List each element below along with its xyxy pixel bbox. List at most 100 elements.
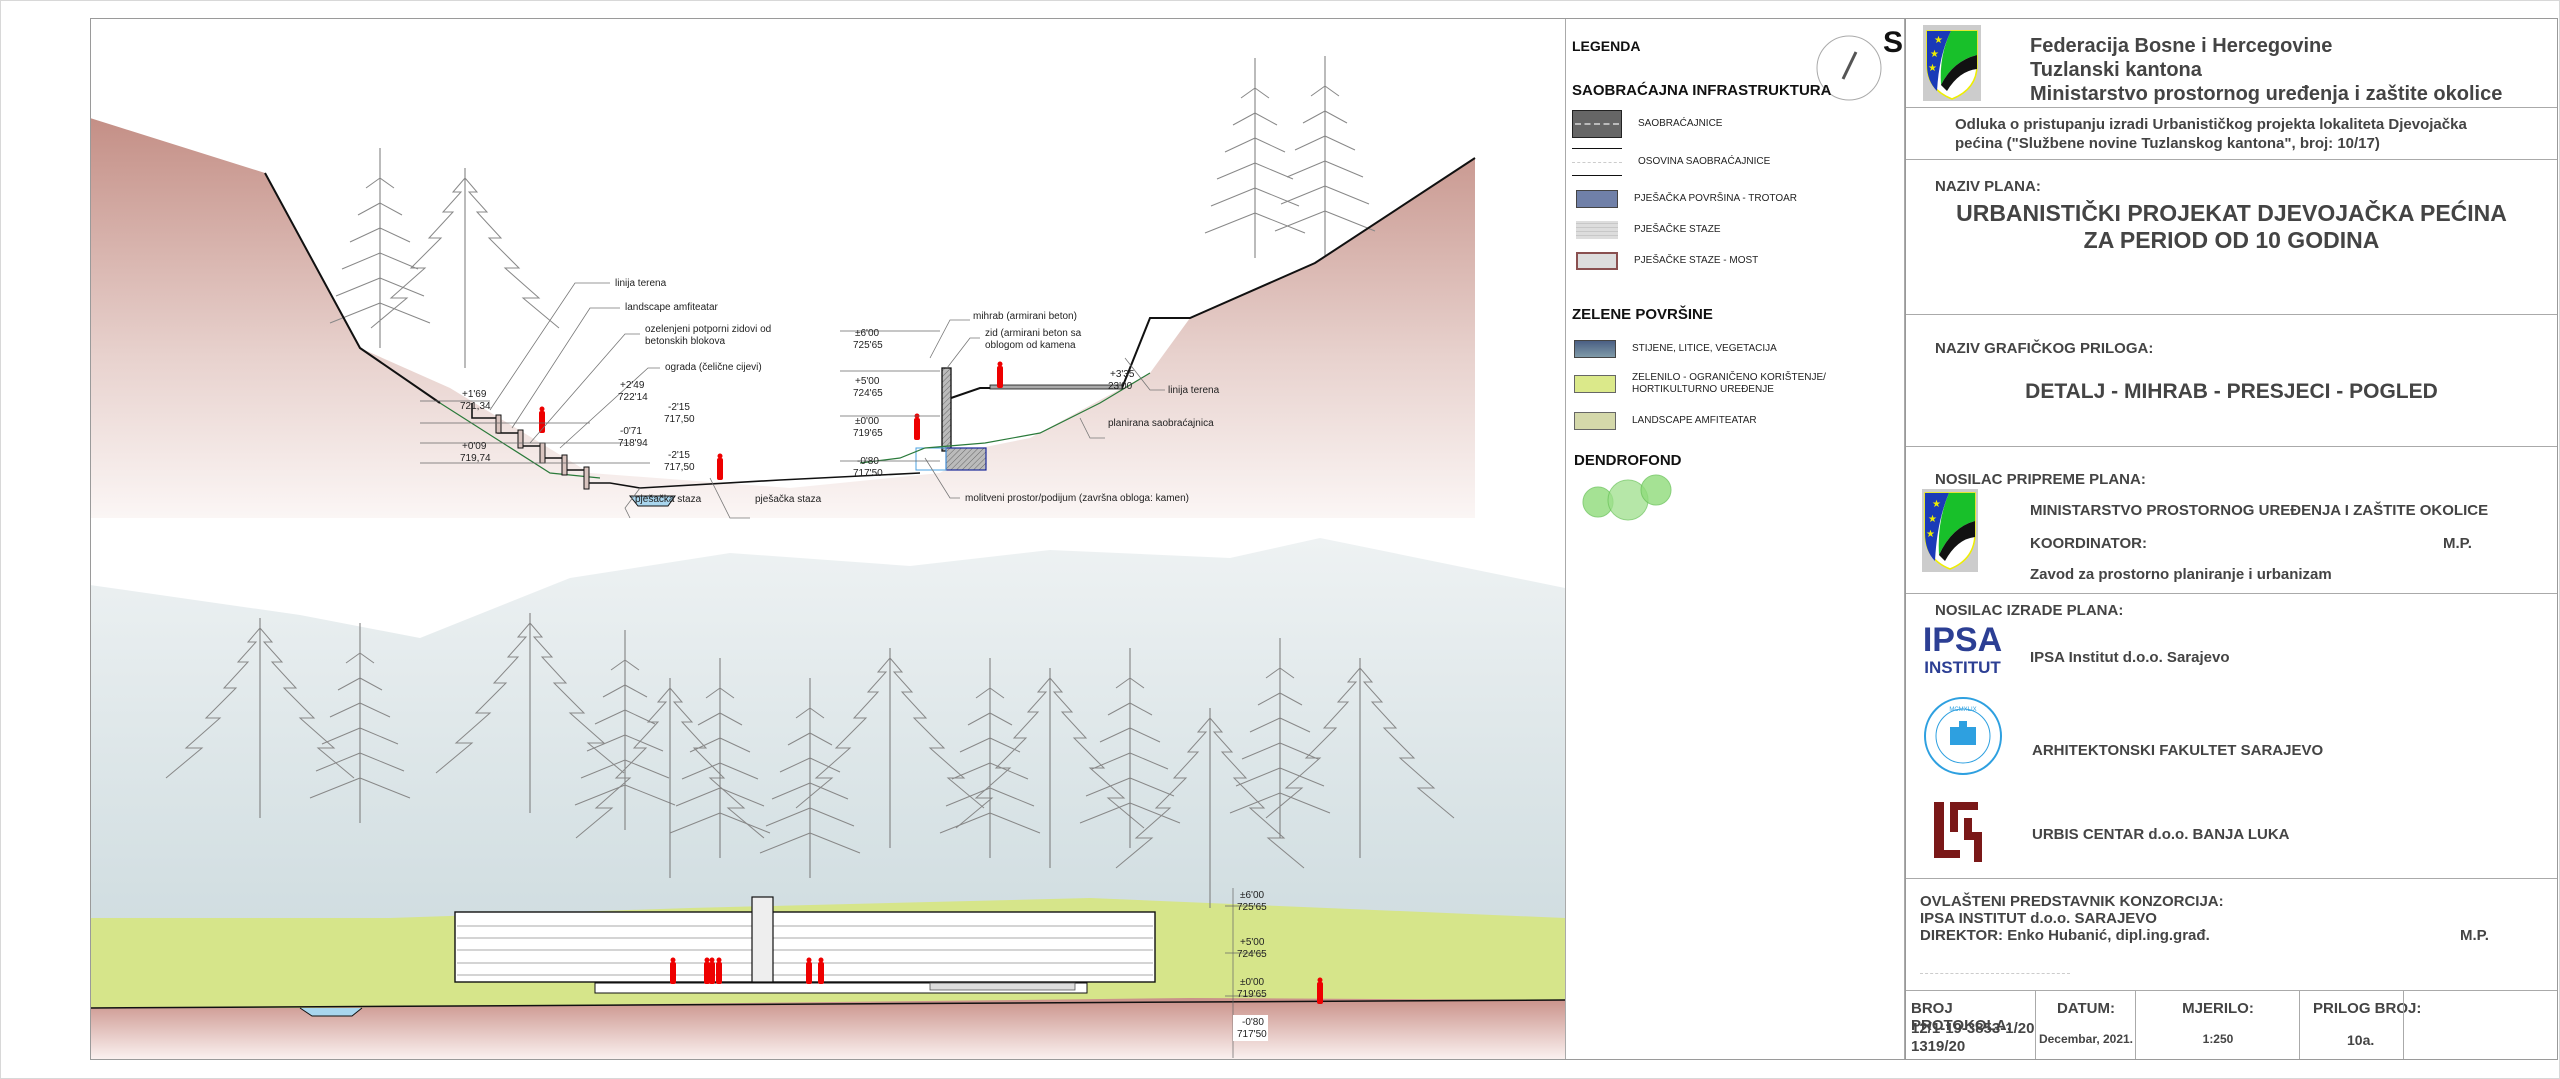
representative-line: OVLAŠTENI PREDSTAVNIK KONZORCIJA:	[1920, 893, 2224, 910]
annotation: molitveni prostor/podijum (završna oblog…	[965, 493, 1189, 504]
axis-swatch	[1572, 148, 1622, 176]
legend-heading: ZELENE POVRŠINE	[1572, 306, 1713, 323]
elevation-rel: +5'00	[1240, 937, 1265, 948]
elevation-abs: 722'14	[618, 392, 648, 403]
attachment-no-label: PRILOG BROJ:	[2313, 1000, 2422, 1017]
legend-label-line: ZELENILO - OGRANIČENO KORIŠTENJE/	[1632, 372, 1826, 383]
header-line: Ministarstvo prostornog uređenja i zašti…	[2030, 83, 2503, 105]
cross-section: linija terena landscape amfiteatar ozele…	[90, 55, 1476, 519]
annotation: ograda (čelične cijevi)	[665, 362, 762, 373]
coat-of-arms-icon: ★ ★ ★	[1922, 489, 1978, 572]
elevation-rel: ±0'00	[855, 416, 880, 427]
attachment-no-cell: PRILOG BROJ: 10a.	[2300, 991, 2421, 1059]
annotation: linija terena	[615, 278, 667, 289]
svg-text:★: ★	[1932, 499, 1941, 510]
elevation-rel: ±6'00	[1240, 890, 1265, 901]
path-swatch	[1576, 221, 1618, 239]
elevation-rel: +0'09	[462, 441, 487, 452]
legend-item: ZELENILO - OGRANIČENO KORIŠTENJE/ HORTIK…	[1574, 372, 1826, 396]
terrain-fill	[90, 118, 1475, 518]
elevation-rel: -0'80	[1242, 1017, 1264, 1028]
representative-line: DIREKTOR: Enko Hubanić, dipl.ing.građ.	[1920, 927, 2210, 944]
elevation-rel: -0'80	[857, 456, 879, 467]
terrain-line	[950, 157, 1476, 399]
elevation-abs: 724'65	[853, 388, 883, 399]
elevation-abs: 724'65	[1237, 949, 1267, 960]
legend-heading: SAOBRAĆAJNA INFRASTRUKTURA	[1572, 82, 1832, 99]
legend-item: PJEŠAČKE STAZE	[1576, 221, 1721, 239]
annotation: zid (armirani beton sa	[985, 328, 1082, 339]
legend-title: LEGENDA	[1572, 38, 1641, 54]
elevation-rel: ±6'00	[855, 328, 880, 339]
north-arrow-icon	[1816, 35, 1882, 101]
svg-text:★: ★	[1928, 514, 1937, 525]
date-label: DATUM:	[2056, 1000, 2116, 1017]
water-channel	[628, 495, 676, 507]
attachment-name-section: NAZIV GRAFIČKOG PRILOGA: DETALJ - MIHRAB…	[1905, 315, 2558, 447]
elevation-abs: 719,74	[460, 453, 491, 464]
elevation-view: ±6'00 725'65 +5'00 724'65 ±0'00 719'65 -…	[89, 538, 1566, 1060]
legend-label: LANDSCAPE AMFITEATAR	[1632, 415, 1757, 426]
legend-item: PJEŠAČKE STAZE - MOST	[1576, 252, 1758, 270]
legend-item: STIJENE, LITICE, VEGETACIJA	[1574, 340, 1777, 358]
elevation-abs: 725'65	[1237, 902, 1267, 913]
elevation-rel: ±0'00	[1240, 977, 1265, 988]
legend-label: STIJENE, LITICE, VEGETACIJA	[1632, 343, 1777, 354]
attachment-no-value: 10a.	[2347, 1032, 2375, 1048]
ipsa-logo-text: IPSA	[1922, 621, 2003, 659]
legend-item: LANDSCAPE AMFITEATAR	[1574, 412, 1757, 430]
annotation: mihrab (armirani beton)	[973, 311, 1077, 322]
svg-text:★: ★	[1930, 49, 1939, 60]
elevation-label-bg	[1233, 1015, 1268, 1041]
preparer-label: NOSILAC PRIPREME PLANA:	[1935, 471, 2146, 488]
attachment-name-label: NAZIV GRAFIČKOG PRILOGA:	[1935, 340, 2154, 357]
urbis-logo-icon	[1934, 802, 1982, 862]
plan-name: ZA PERIOD OD 10 GODINA	[2083, 227, 2380, 253]
drawing-frame	[90, 18, 2558, 1060]
elevation-rel: -2'15	[668, 450, 690, 461]
elevation-rel: +1'69	[462, 389, 487, 400]
attachment-name: DETALJ - MIHRAB - PRESJECI - POGLED	[2025, 380, 2438, 403]
retaining-walls	[495, 414, 590, 490]
elevation-abs: 725'65	[853, 340, 883, 351]
preparer-section: NOSILAC PRIPREME PLANA: ★ ★ ★ MINISTARST…	[1905, 447, 2558, 594]
terrain-line	[264, 172, 441, 404]
title-block: ★ ★ ★ Federacija Bosne i Hercegovine Tuz…	[1905, 18, 2558, 1060]
elevation-abs: 717'50	[1237, 1029, 1267, 1040]
annotation: landscape amfiteatar	[625, 302, 719, 313]
header-line: Federacija Bosne i Hercegovine	[2030, 35, 2333, 57]
date-value: Decembar, 2021.	[2038, 1032, 2134, 1046]
annotation: betonskih blokova	[645, 336, 725, 347]
greenery-swatch	[1574, 375, 1616, 393]
leader-lines	[489, 282, 1165, 519]
maker-label: NOSILAC IZRADE PLANA:	[1935, 602, 2124, 619]
scale-label: MJERILO:	[2182, 1000, 2254, 1017]
annotation: pješačka staza	[635, 494, 702, 505]
legend-item: SAOBRAĆAJNICE	[1572, 110, 1722, 138]
elevation-abs: 721,34	[460, 401, 491, 412]
legend-label: OSOVINA SAOBRAĆAJNICE	[1638, 156, 1771, 167]
bridge-swatch	[1576, 252, 1618, 270]
coat-of-arms-icon: ★ ★ ★	[1923, 25, 1981, 101]
decision-line: pećina ("Službene novine Tuzlanskog kant…	[1955, 135, 2380, 152]
date-cell: DATUM: Decembar, 2021.	[2036, 991, 2136, 1059]
podium	[594, 982, 1088, 994]
representative-line: IPSA INSTITUT d.o.o. SARAJEVO	[1920, 910, 2157, 927]
maker-section: NOSILAC IZRADE PLANA: IPSA INSTITUT IPSA…	[1905, 594, 2558, 879]
coordinator-label: KOORDINATOR:	[2030, 535, 2147, 552]
protocol-number: 1319/20	[1911, 1038, 1966, 1055]
elevation-rel: +5'00	[855, 376, 880, 387]
legend-label-line: HORTIKULTURNO UREĐENJE	[1632, 384, 1774, 395]
svg-text:★: ★	[1928, 63, 1937, 74]
elevation-rel: +3'35	[1110, 369, 1135, 380]
coordinator-name: Zavod za prostorno planiranje i urbaniza…	[2030, 566, 2332, 583]
plan-name: URBANISTIČKI PROJEKAT DJEVOJAČKA PEĆINA	[1956, 200, 2507, 226]
decision-line: Odluka o pristupanju izradi Urbanističko…	[1955, 116, 2467, 133]
elevation-rel: -2'15	[668, 402, 690, 413]
legend-label: ZELENILO - OGRANIČENO KORIŠTENJE/ HORTIK…	[1632, 372, 1826, 396]
legend-item: PJEŠAČKA POVRŠINA - TROTOAR	[1576, 190, 1797, 208]
elevation-abs: 717,50	[664, 414, 695, 425]
annotation: ozelenjeni potporni zidovi od	[645, 324, 771, 335]
decision-section: Odluka o pristupanju izradi Urbanističko…	[1905, 108, 2558, 160]
signature-line	[1920, 973, 2070, 974]
